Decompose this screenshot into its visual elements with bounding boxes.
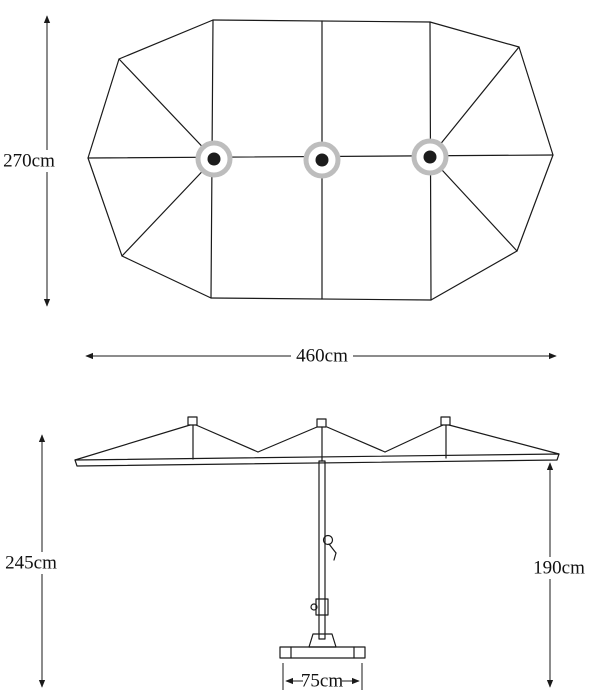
roof-right-slope (448, 424, 560, 455)
dim-label-245: 245cm (5, 553, 57, 574)
finial-cap-left (187, 416, 198, 426)
dim-label-270: 270cm (3, 151, 55, 172)
rib-left-lower (121, 158, 215, 257)
dim-clearance-height: 190cm (530, 462, 588, 688)
roof-valley-1a (195, 424, 259, 453)
crank-grip (333, 552, 337, 561)
crank-arm (328, 543, 337, 554)
crank-handle (322, 534, 337, 561)
crank-hub (322, 534, 334, 546)
label-backdrop (530, 557, 588, 579)
dim-base-width: 75cm (282, 663, 363, 692)
label-backdrop (291, 345, 353, 367)
rib-right-upper (429, 46, 520, 158)
finial-cap-right (440, 416, 451, 426)
label-backdrop (4, 552, 60, 574)
rib-left-upper (118, 58, 215, 160)
dim-label-460: 460cm (296, 346, 348, 367)
dim-label-190: 190cm (533, 558, 585, 579)
roof-left-slope (74, 424, 191, 461)
top-view: 270cm 460cm (3, 15, 557, 367)
hub-right (411, 138, 449, 176)
collar-knob (310, 603, 318, 611)
hub-center (315, 153, 329, 167)
roof-valley-2b (384, 424, 444, 453)
collar-body (315, 598, 329, 616)
canopy-band (74, 453, 560, 467)
hub-center (423, 150, 437, 164)
base-mount (308, 633, 337, 648)
dim-label-75: 75cm (301, 671, 343, 692)
umbrella-pole (318, 460, 326, 640)
hub-center (303, 141, 341, 179)
dim-top-view-width: 460cm (85, 345, 557, 367)
umbrella-base (279, 633, 366, 659)
side-view: 245cm 190cm 75cm (4, 416, 588, 692)
roof-valley-2a (326, 426, 386, 453)
roof-valley-1b (257, 426, 318, 453)
dim-top-view-height: 270cm (3, 15, 55, 307)
pole-collar (310, 598, 329, 616)
rib-right-lower (429, 156, 518, 252)
hub-left (195, 140, 233, 178)
finial-cap-center (316, 418, 327, 428)
label-backdrop (3, 150, 55, 172)
dim-total-height: 245cm (4, 434, 60, 688)
base-plate (279, 646, 366, 659)
hub-center (207, 152, 221, 166)
